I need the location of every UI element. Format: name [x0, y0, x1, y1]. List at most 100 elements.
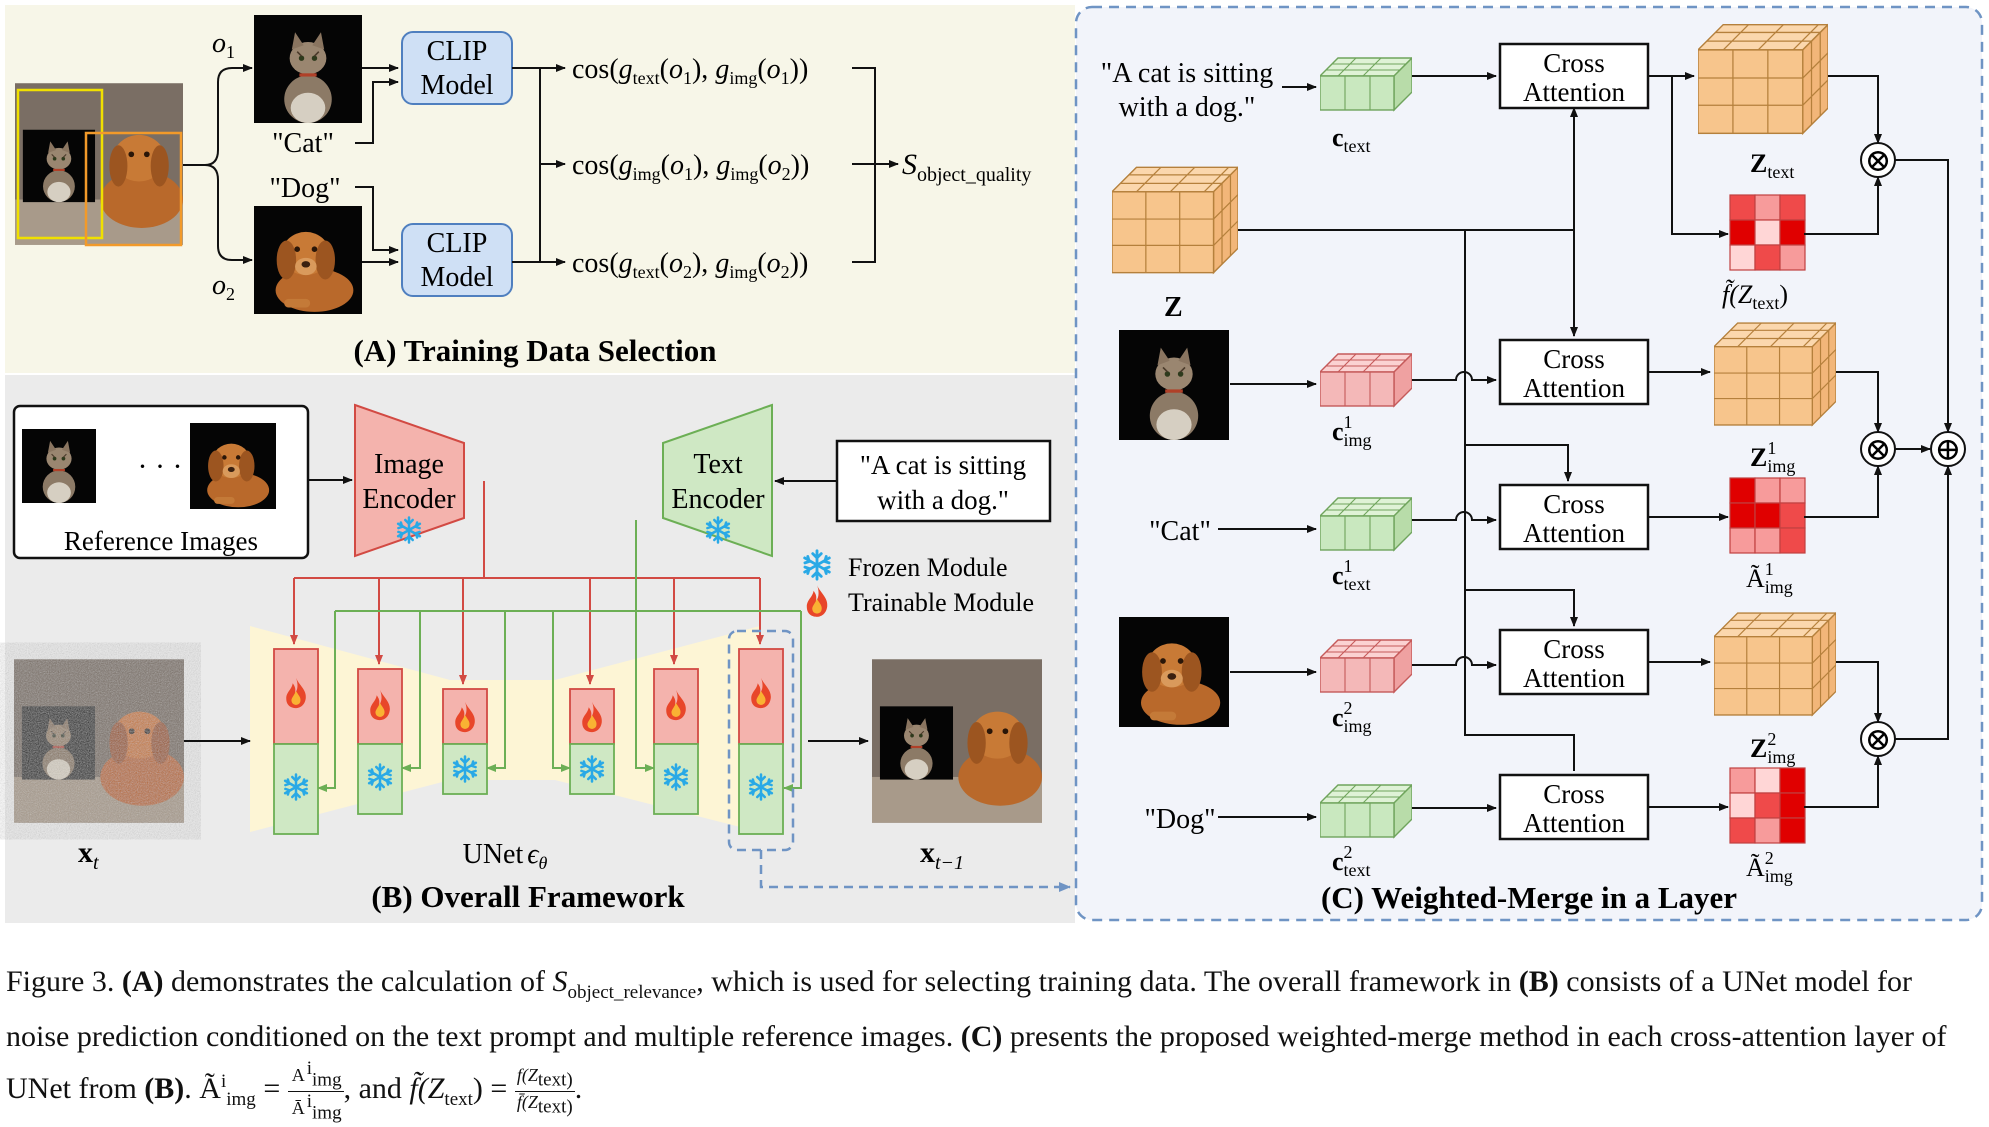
- legend-frozen: Frozen Module: [848, 553, 1008, 582]
- heatmap-cell: [1729, 792, 1756, 819]
- heatmap-cell: [1754, 219, 1781, 246]
- svg-text:Model: Model: [420, 70, 493, 101]
- scene-photo: [15, 83, 183, 247]
- heatmap-cell: [1779, 477, 1806, 504]
- heatmap-cell: [1729, 817, 1756, 844]
- svg-text:with a dog.": with a dog.": [877, 485, 1009, 515]
- z-distribution-lines: [1238, 107, 1578, 771]
- text-feature-arrows: [317, 520, 802, 792]
- heatmap-cell: [1754, 792, 1781, 819]
- cat-photo-icon: [254, 14, 362, 124]
- c-text2-tensor: [1320, 784, 1412, 838]
- merge-arrows: [1804, 75, 1952, 808]
- xt1-label: xt−1: [920, 836, 964, 874]
- prompt-c-line2: with a dog.": [1119, 92, 1256, 123]
- highlighted-layer-box: [727, 629, 795, 852]
- arrow-dog-to-clip: [355, 186, 399, 254]
- svg-text:Attention: Attention: [1523, 77, 1625, 107]
- clip-model-top: CLIP Model: [401, 31, 513, 105]
- heatmap-cell: [1729, 527, 1756, 554]
- dog-photo-icon: [254, 206, 362, 314]
- svg-text:Attention: Attention: [1523, 373, 1625, 403]
- clip-model-bottom: CLIP Model: [401, 223, 513, 297]
- attention-output-arrows: [1648, 72, 1729, 811]
- unet-blocks: [273, 648, 784, 835]
- o2-label: o2: [212, 270, 235, 304]
- c-img1-tensor: [1320, 353, 1412, 407]
- arrow-to-o1: [183, 64, 253, 166]
- multiply-op-1: ⊗: [1860, 142, 1896, 178]
- svg-text:Text: Text: [693, 449, 743, 480]
- z-label: Z: [1164, 292, 1183, 323]
- denoised-output-image: [872, 659, 1042, 822]
- svg-text:Cross: Cross: [1543, 634, 1605, 664]
- heatmap-cell: [1729, 244, 1756, 271]
- figure-canvas: o1 o2 "Cat" "Dog" CLIP Model CLIP Model …: [5, 5, 1984, 923]
- heatmap-cell: [1779, 502, 1806, 529]
- svg-text:Image: Image: [374, 449, 444, 480]
- svg-text:⊕: ⊕: [1935, 431, 1962, 467]
- svg-text:Attention: Attention: [1523, 518, 1625, 548]
- arrow-to-score: [852, 67, 898, 263]
- heatmap-cell: [1729, 767, 1756, 794]
- image-encoder: Image Encoder: [354, 403, 465, 558]
- heatmap-cell: [1779, 792, 1806, 819]
- svg-text:Model: Model: [420, 262, 493, 293]
- unet-block-5: [653, 668, 699, 815]
- svg-text:⊗: ⊗: [1865, 431, 1892, 467]
- cat-photo-icon: [1118, 330, 1230, 440]
- svg-text:⊗: ⊗: [1865, 142, 1892, 178]
- noisy-input-image: [14, 659, 184, 822]
- unet-block-3: [442, 688, 488, 795]
- c-text-label: ctext: [1332, 123, 1371, 156]
- heatmap-cell: [1779, 219, 1806, 246]
- heatmap-cell: [1729, 502, 1756, 529]
- z-img1-tensor: [1714, 322, 1836, 426]
- panel-a-title: (A) Training Data Selection: [353, 333, 716, 368]
- arrow-to-cos2: [539, 68, 565, 262]
- legend-trainable: Trainable Module: [848, 588, 1034, 617]
- reference-images-box: · · · Reference Images: [12, 404, 310, 560]
- svg-text:Cross: Cross: [1543, 48, 1605, 78]
- panel-a: o1 o2 "Cat" "Dog" CLIP Model CLIP Model …: [5, 5, 1075, 373]
- cat-word: "Cat": [1149, 516, 1211, 547]
- multiply-op-2: ⊗: [1860, 431, 1896, 467]
- svg-text:Cross: Cross: [1543, 344, 1605, 374]
- dog-text-label: "Dog": [269, 173, 340, 204]
- xt-label: xt: [78, 836, 99, 874]
- sum-op: ⊕: [1930, 431, 1966, 467]
- svg-text:Cross: Cross: [1543, 489, 1605, 519]
- prompt-c-line1: "A cat is sitting: [1101, 58, 1273, 89]
- heatmap-cell: [1754, 817, 1781, 844]
- cat-text-label: "Cat": [272, 128, 334, 159]
- heatmap-cell: [1754, 502, 1781, 529]
- image-feature-arrows: [290, 481, 764, 685]
- z-text-tensor: [1698, 23, 1828, 135]
- c-img2-tensor: [1320, 639, 1412, 693]
- c-text-tensor: [1320, 57, 1412, 111]
- heatmap-cell: [1779, 244, 1806, 271]
- svg-text:"A cat is sitting: "A cat is sitting: [860, 450, 1026, 480]
- unet-block-2: [357, 668, 403, 815]
- svg-text:CLIP: CLIP: [427, 228, 488, 259]
- svg-text:⊗: ⊗: [1865, 721, 1892, 757]
- svg-text:Attention: Attention: [1523, 663, 1625, 693]
- unet-block-1: [273, 648, 319, 835]
- heatmap-cell: [1729, 219, 1756, 246]
- f-ztext-label: f̃(Ztext): [1722, 280, 1788, 313]
- z-tensor: [1112, 166, 1238, 274]
- arrow-to-panel-c: [759, 850, 1071, 892]
- dog-photo-icon: [1119, 617, 1229, 727]
- svg-text:Cross: Cross: [1543, 779, 1605, 809]
